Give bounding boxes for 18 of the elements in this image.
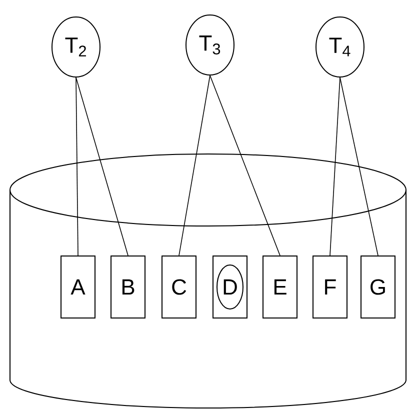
letter-box: C	[162, 256, 196, 318]
letter-box: E	[262, 256, 298, 318]
connector-line	[76, 77, 78, 256]
circle-node: T$_{4}$	[316, 16, 364, 78]
connector-line	[340, 77, 378, 256]
connector-line	[330, 77, 340, 256]
connector-line	[178, 75, 210, 256]
circle-node: T$_{3}$	[186, 14, 234, 76]
circled-letter: D	[216, 264, 244, 310]
connector-line	[76, 77, 128, 256]
letter-box: F	[312, 256, 348, 318]
circle-node: T$_{2}$	[52, 16, 100, 78]
letter-box: B	[110, 256, 146, 318]
cylinder-drawing	[10, 154, 406, 408]
letter-box: A	[60, 256, 96, 318]
connector-line	[210, 75, 280, 256]
letter-box: G	[360, 256, 396, 318]
letter-box	[212, 256, 248, 318]
